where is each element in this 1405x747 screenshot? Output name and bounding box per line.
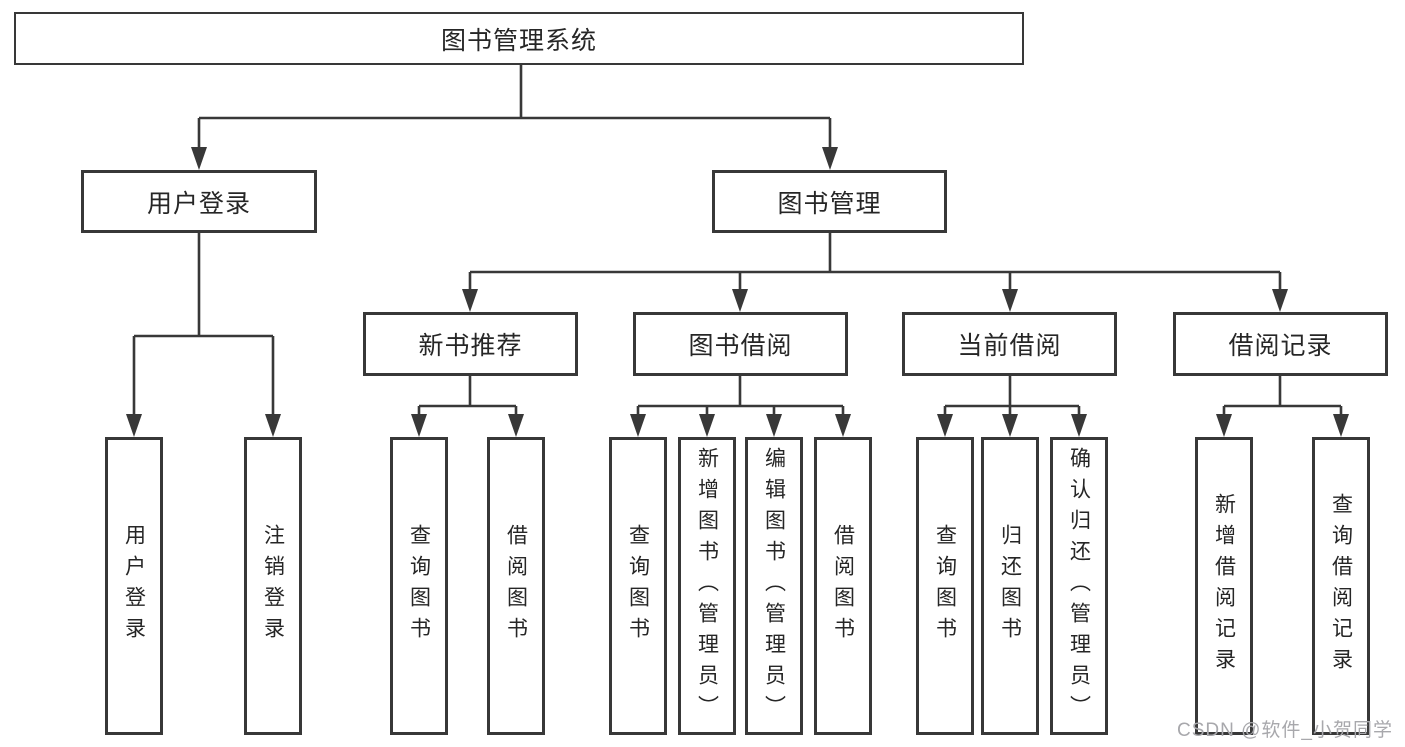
arrowhead [822,147,838,170]
arrowhead [937,414,953,437]
leaf-return-books: 归还图书 [981,437,1039,735]
arrowhead [1002,289,1018,312]
leaf-borrow-books: 借阅图书 [487,437,545,735]
leaf-edit-books-admin: 编辑图书（管理员） [745,437,803,735]
arrowhead [126,414,142,437]
node-label: 图书管理 [777,189,882,218]
leaf-label: 新增借阅记录 [1212,493,1236,679]
leaf-add-books-admin: 新增图书（管理员） [678,437,736,735]
leaf-user-login: 用户登录 [105,437,163,735]
leaf-query-borrow-record: 查询借阅记录 [1312,437,1370,735]
node-current-borrow: 当前借阅 [902,312,1117,376]
leaf-label: 查询图书 [407,524,431,648]
leaf-confirm-return-admin: 确认归还（管理员） [1050,437,1108,735]
node-library-management-system: 图书管理系统 [14,12,1024,65]
node-label: 新书推荐 [418,332,523,360]
leaf-label: 归还图书 [998,524,1022,648]
node-label: 用户登录 [146,189,251,218]
arrowhead [191,147,207,170]
arrowhead [1216,414,1232,437]
arrowhead [766,414,782,437]
node-user-login: 用户登录 [81,170,317,233]
node-book-management: 图书管理 [712,170,947,233]
node-book-borrow: 图书借阅 [633,312,848,376]
leaf-label: 编辑图书（管理员） [762,446,786,726]
arrowhead [411,414,427,437]
leaf-label: 借阅图书 [504,524,528,648]
leaf-logout: 注销登录 [244,437,302,735]
arrowhead [462,289,478,312]
arrowhead [732,289,748,312]
leaf-add-borrow-record: 新增借阅记录 [1195,437,1253,735]
leaf-label: 查询图书 [626,524,650,648]
leaf-label: 借阅图书 [831,524,855,648]
node-label: 图书管理系统 [440,26,597,55]
arrowhead [1071,414,1087,437]
arrowhead [835,414,851,437]
arrowhead [699,414,715,437]
node-label: 图书借阅 [688,332,793,360]
leaf-label: 用户登录 [122,524,146,648]
leaf-label: 注销登录 [261,524,285,648]
arrowhead [630,414,646,437]
node-borrow-records: 借阅记录 [1173,312,1388,376]
node-label: 当前借阅 [957,332,1062,360]
node-new-book-recommend: 新书推荐 [363,312,578,376]
leaf-query-books: 查询图书 [390,437,448,735]
leaf-borrow-books: 借阅图书 [814,437,872,735]
leaf-label: 查询借阅记录 [1329,493,1353,679]
arrowhead [1333,414,1349,437]
leaf-query-books: 查询图书 [916,437,974,735]
arrowhead [1272,289,1288,312]
arrowhead [508,414,524,437]
leaf-label: 确认归还（管理员） [1067,446,1091,726]
arrowhead [1002,414,1018,437]
arrowhead [265,414,281,437]
csdn-watermark: CSDN @软件_小贺同学 [1177,720,1393,741]
leaf-label: 查询图书 [933,524,957,648]
leaf-label: 新增图书（管理员） [695,446,719,726]
leaf-query-books: 查询图书 [609,437,667,735]
node-label: 借阅记录 [1228,332,1333,360]
